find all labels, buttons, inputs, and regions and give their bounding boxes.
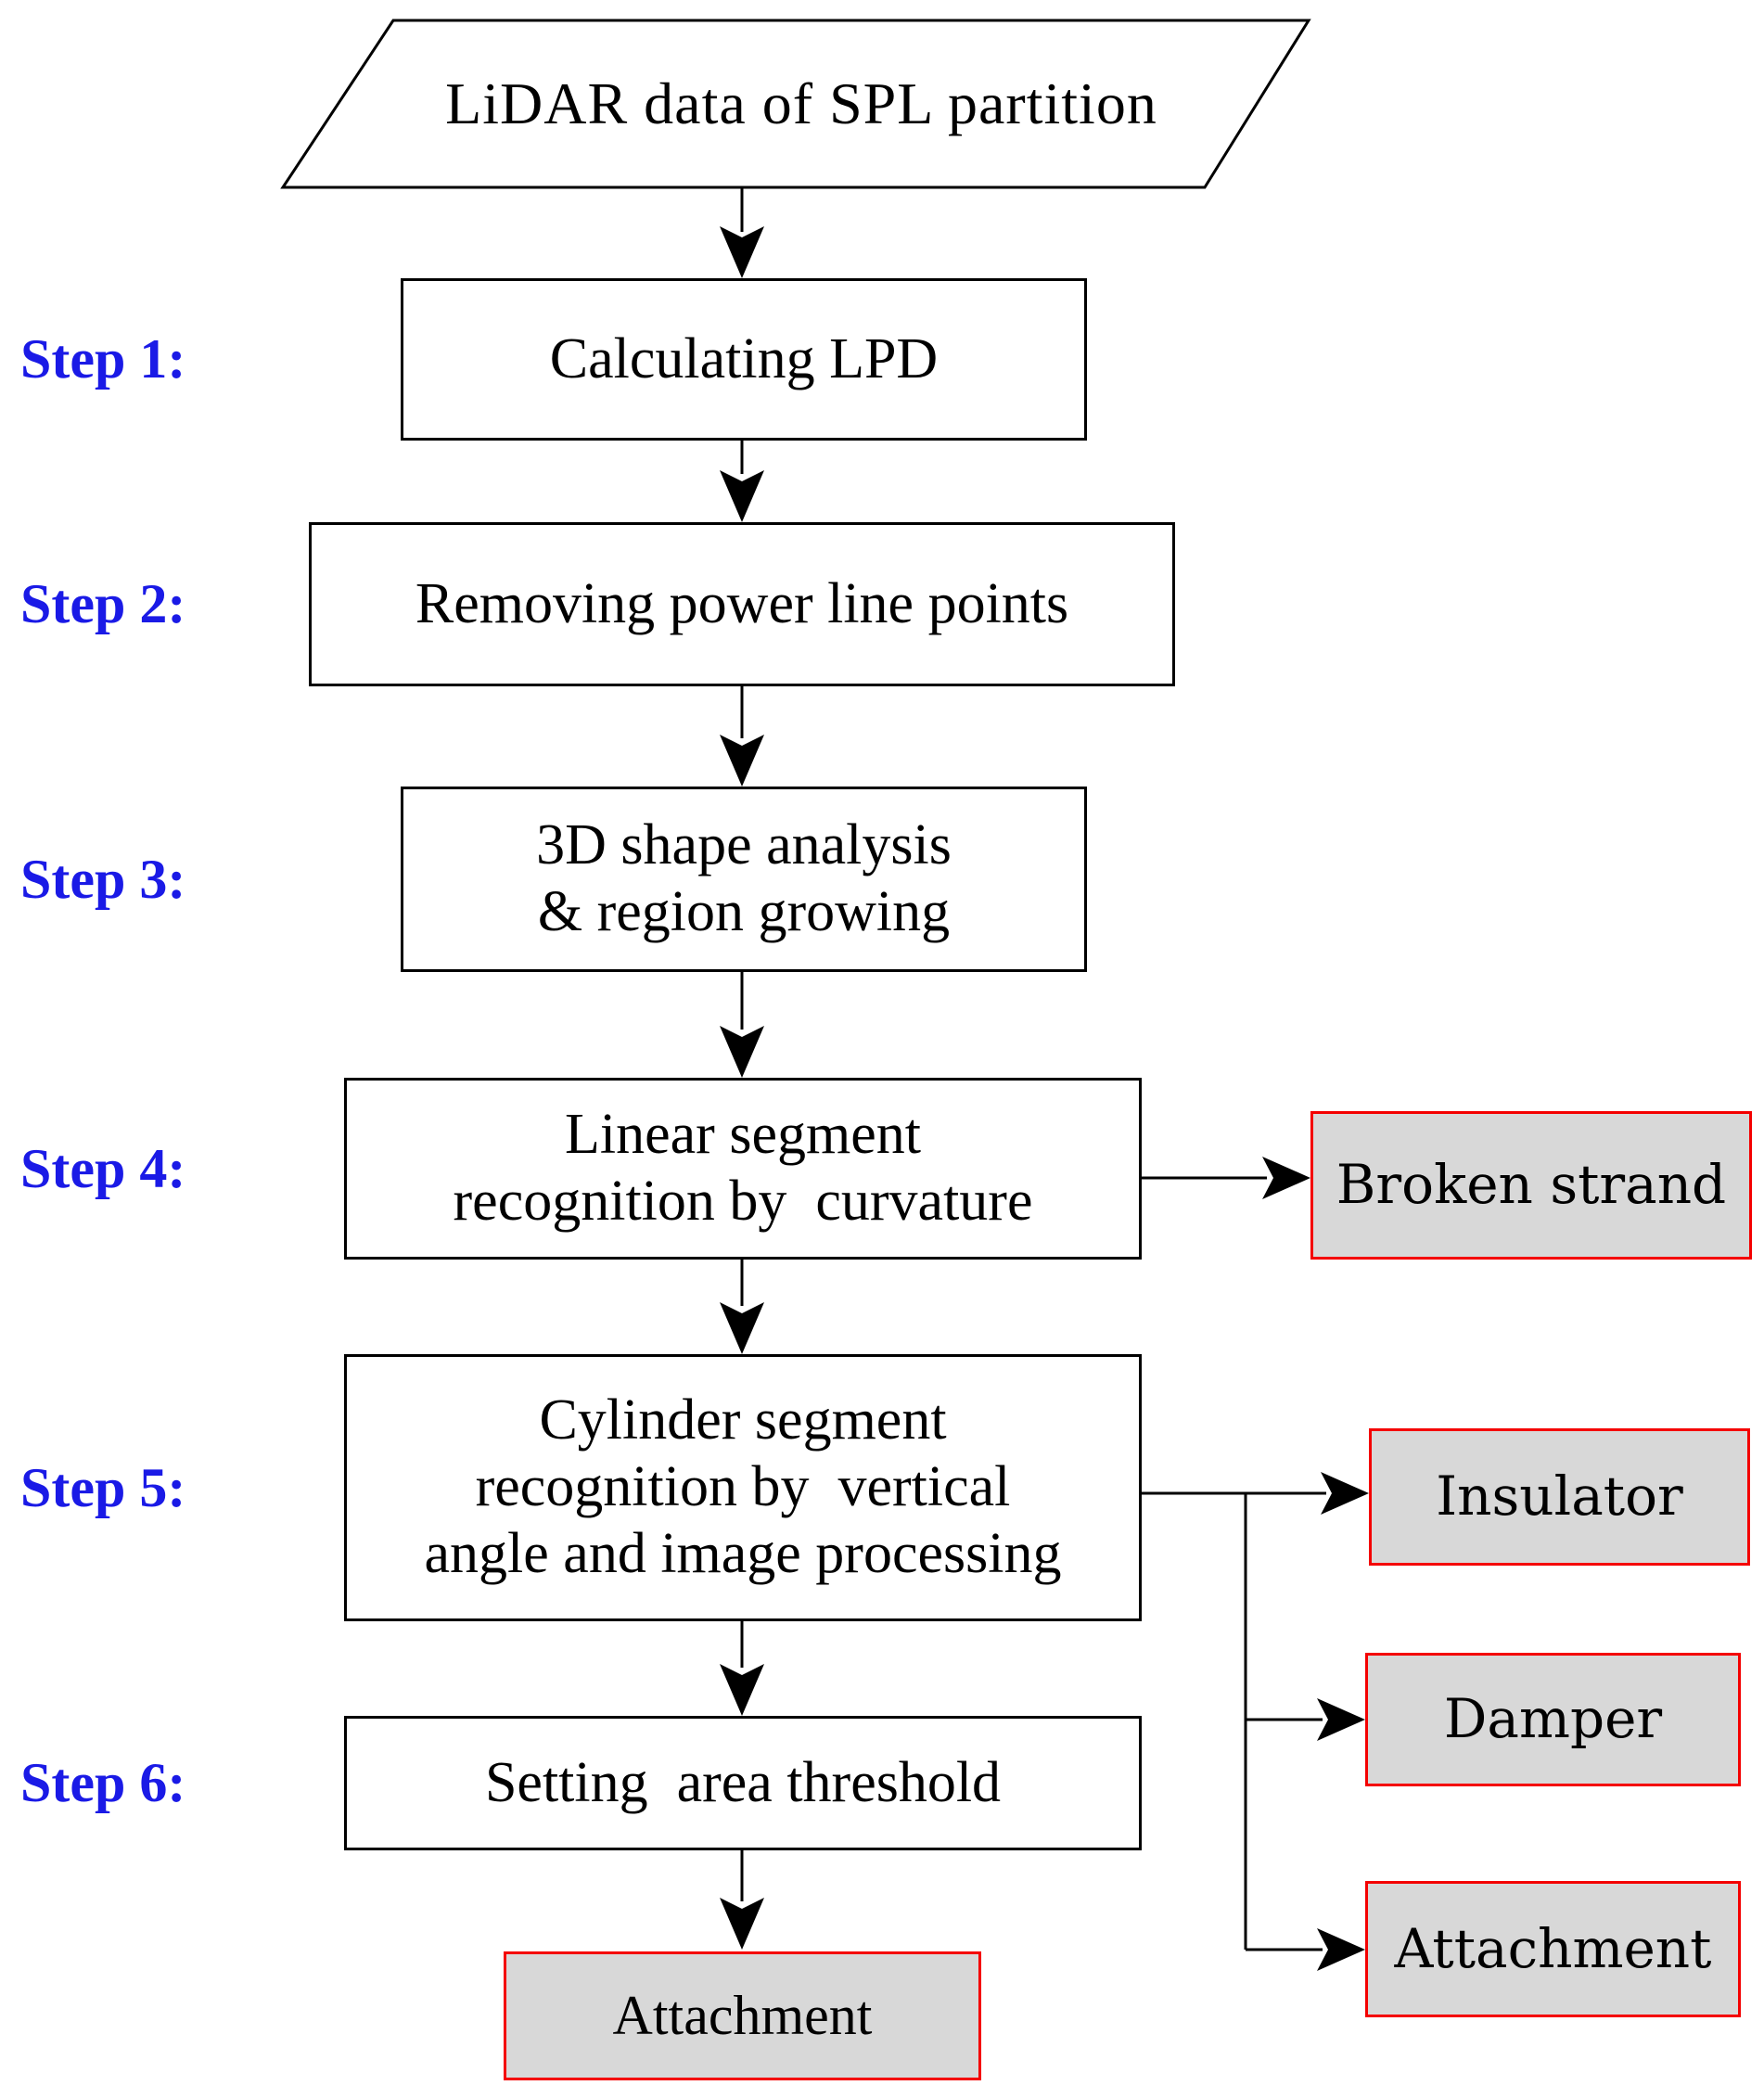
box-text: Linear segment [565,1103,921,1167]
arrow-step1-to-step2 [720,441,764,522]
arrow-step6-to-attachment [720,1850,764,1950]
source-node-label: LiDAR data of SPL partition [393,20,1209,187]
arrow-branch-to-attachment [1246,1928,1365,1971]
box-text: angle and image processing [424,1521,1062,1585]
process-box-calculating-lpd: Calculating LPD [401,278,1087,441]
output-box-broken-strand: Broken strand [1310,1111,1752,1260]
source-text: LiDAR data of SPL partition [445,70,1157,136]
output-box-attachment-final: Attachment [504,1951,981,2080]
step-label-5-text: Step 5: [20,1456,186,1518]
output-text: Broken strand [1336,1153,1727,1217]
step-label-4: Step 4: [20,1132,299,1206]
arrow-branch-to-damper [1246,1698,1365,1741]
output-box-damper: Damper [1365,1653,1741,1786]
step-label-2: Step 2: [20,567,299,641]
box-text: Setting area threshold [484,1750,1002,1814]
arrow-step2-to-step3 [720,686,764,787]
box-text: 3D shape analysis [536,813,952,877]
step-label-4-text: Step 4: [20,1137,186,1199]
process-box-setting-area-threshold: Setting area threshold [344,1716,1142,1850]
arrow-step5-to-step6 [720,1621,764,1716]
source-parallelogram [280,19,1311,189]
output-text: Insulator [1436,1465,1683,1529]
box-text: Cylinder segment [539,1388,947,1452]
arrow-step4-to-step5 [720,1260,764,1354]
step-label-3: Step 3: [20,842,299,916]
output-text: Damper [1443,1687,1663,1751]
step-label-1-text: Step 1: [20,327,186,390]
box-text: recognition by curvature [453,1170,1033,1233]
output-box-attachment-side: Attachment [1365,1881,1741,2017]
box-text: Calculating LPD [549,326,939,390]
arrow-source-to-step1 [720,187,764,278]
step-label-2-text: Step 2: [20,572,186,634]
arrow-step4-to-broken-strand [1142,1157,1310,1199]
arrow-step3-to-step4 [720,972,764,1078]
output-box-insulator: Insulator [1369,1428,1750,1566]
step-label-6-text: Step 6: [20,1751,186,1813]
step-label-3-text: Step 3: [20,848,186,910]
box-text: recognition by vertical [475,1455,1011,1519]
process-box-cylinder-segment-recognition: Cylinder segment recognition by vertical… [344,1354,1142,1621]
process-box-removing-power-line-points: Removing power line points [309,522,1175,686]
step-label-5: Step 5: [20,1451,299,1525]
box-text: Removing power line points [415,571,1069,635]
arrow-step5-to-insulator [1142,1472,1369,1515]
output-text: Attachment [1394,1916,1712,1980]
step-label-6: Step 6: [20,1746,299,1820]
box-text: & region growing [537,880,951,943]
output-text: Attachment [612,1984,873,2046]
process-box-linear-segment-recognition: Linear segment recognition by curvature [344,1078,1142,1260]
process-box-3d-shape-analysis: 3D shape analysis & region growing [401,787,1087,972]
step-label-1: Step 1: [20,322,299,396]
